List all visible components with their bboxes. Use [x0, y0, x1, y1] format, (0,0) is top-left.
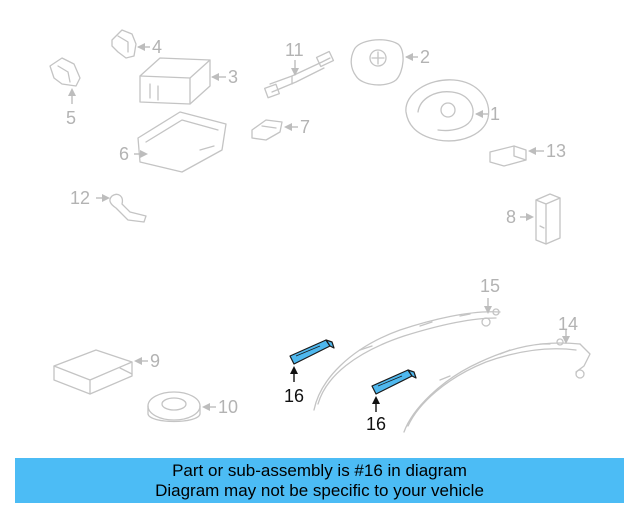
arrow-16a — [290, 366, 298, 374]
callout-9: 9 — [150, 351, 160, 371]
part-1-steering-wheel-airbag — [405, 79, 490, 142]
callout-6: 6 — [119, 144, 129, 164]
part-16-highlighted-a — [289, 339, 335, 365]
part-2-steering-airbag — [350, 39, 404, 86]
info-banner: Part or sub-assembly is #16 in diagram D… — [15, 458, 624, 503]
arrow-7 — [284, 123, 292, 131]
arrow-6 — [140, 150, 148, 158]
part-15-curtain-airbag — [313, 308, 501, 411]
part-8-control-module — [535, 193, 561, 245]
arrow-4 — [137, 43, 145, 51]
parts-diagram: 4 5 3 11 2 1 — [49, 29, 591, 434]
callout-16a: 16 — [284, 386, 304, 406]
callout-3: 3 — [228, 67, 238, 87]
arrow-9 — [134, 357, 142, 365]
arrow-2 — [405, 53, 413, 61]
arrow-3 — [211, 73, 219, 81]
arrow-12 — [102, 194, 110, 202]
arrow-8 — [526, 213, 534, 221]
callout-4: 4 — [152, 37, 162, 57]
part-14-curtain-airbag — [403, 338, 591, 433]
callout-11: 11 — [285, 40, 304, 60]
callout-13: 13 — [546, 141, 566, 161]
callout-2: 2 — [420, 47, 430, 67]
arrow-15 — [484, 306, 492, 314]
arrow-11 — [291, 68, 299, 76]
part-9-module-box — [53, 349, 133, 395]
callout-16b: 16 — [366, 414, 386, 434]
arrow-1 — [475, 110, 483, 118]
callout-5: 5 — [66, 108, 76, 128]
arrow-14 — [562, 336, 570, 344]
banner-line-1: Part or sub-assembly is #16 in diagram — [172, 461, 467, 480]
part-3-passenger-airbag-module — [139, 57, 211, 105]
part-4-bracket — [111, 29, 137, 59]
arrow-5 — [68, 88, 76, 96]
banner-line-2: Diagram may not be specific to your vehi… — [155, 481, 484, 500]
callout-12: 12 — [70, 188, 90, 208]
part-5-bracket — [49, 57, 81, 87]
callout-8: 8 — [506, 207, 516, 227]
part-6-airbag-cover — [137, 111, 227, 173]
part-11-connector-harness — [264, 50, 335, 99]
callout-10: 10 — [218, 397, 238, 417]
arrow-16b — [372, 396, 380, 404]
callout-14: 14 — [558, 314, 578, 334]
callout-15: 15 — [480, 276, 500, 296]
arrow-13 — [528, 147, 536, 155]
callout-1: 1 — [490, 104, 500, 124]
callout-7: 7 — [300, 117, 310, 137]
part-7-connector — [251, 119, 283, 141]
part-16-highlighted-b — [371, 369, 417, 395]
part-13-sensor — [489, 145, 527, 167]
part-10-clock-spring — [147, 391, 201, 423]
arrow-10 — [202, 403, 210, 411]
part-12-clip — [109, 193, 147, 223]
